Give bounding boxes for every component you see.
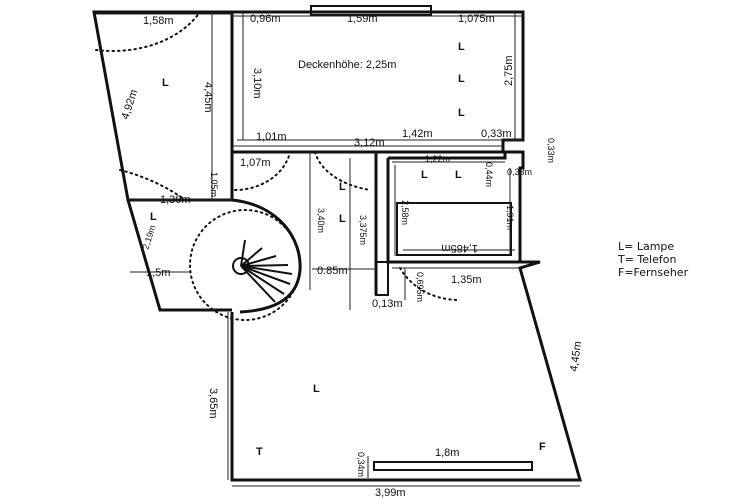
dim-258: 2,58m bbox=[400, 200, 410, 225]
lamp-symbol-8: L bbox=[455, 169, 462, 181]
corridor-pillar bbox=[375, 261, 389, 296]
tv-symbol: F bbox=[539, 441, 546, 453]
dim-142: 1,42m bbox=[402, 128, 433, 140]
dim-365: 3,65m bbox=[207, 388, 219, 419]
dim-033-a: 0,33m bbox=[481, 128, 512, 140]
dim-033-b: 0,33m bbox=[546, 138, 556, 163]
dim-158: 1,58m bbox=[143, 15, 174, 27]
lamp-symbol-1: L bbox=[162, 77, 169, 89]
wall-bottom-room bbox=[230, 260, 582, 482]
dim-105: 1,05m bbox=[209, 172, 219, 197]
dim-122: 1,22m bbox=[425, 154, 450, 164]
legend-tv: F=Fernseher bbox=[618, 266, 689, 279]
dim-033-c: 0,33m bbox=[507, 167, 532, 177]
lamp-symbol-5: L bbox=[339, 181, 346, 193]
legend: L= Lampe T= Telefon F=Fernseher bbox=[618, 240, 688, 279]
dim-275: 2,75m bbox=[503, 55, 515, 86]
dim-0695: 0,695m bbox=[415, 272, 425, 302]
dim-3375: 3,375m bbox=[358, 215, 368, 245]
bath-inner bbox=[396, 202, 512, 256]
dim-445-left: 4,45m bbox=[202, 82, 214, 113]
legend-phone: T= Telefon bbox=[618, 253, 677, 266]
dim-18: 1,8m bbox=[435, 447, 459, 459]
dim-312: 3,12m bbox=[354, 137, 385, 149]
spiral-stair-steps bbox=[232, 239, 293, 303]
lamp-symbol-10: L bbox=[313, 383, 320, 395]
bottom-window bbox=[373, 461, 533, 471]
dim-340: 3,40m bbox=[316, 208, 326, 233]
dim-044: 0,44m bbox=[484, 162, 494, 187]
dim-096: 0,96m bbox=[250, 13, 281, 25]
lamp-symbol-3: L bbox=[458, 73, 465, 85]
door-swing-4 bbox=[314, 151, 371, 191]
dim-445-right: 4,45m bbox=[568, 340, 584, 372]
dim-130: 1,30m bbox=[160, 194, 191, 206]
dimension-lines bbox=[94, 12, 580, 487]
top-window bbox=[310, 5, 432, 16]
lamp-symbol-4: L bbox=[458, 107, 465, 119]
dim-310: 3,10m bbox=[251, 68, 263, 99]
lamp-symbol-2: L bbox=[458, 41, 465, 53]
spiral-stair-outline bbox=[189, 209, 301, 321]
lamp-symbol-6: L bbox=[339, 213, 346, 225]
dim-219: 2,19m bbox=[140, 224, 157, 251]
wall-bath bbox=[388, 150, 525, 262]
dim-159: 1,59m bbox=[347, 13, 378, 25]
dim-135: 1,35m bbox=[451, 274, 482, 286]
dim-492: 4,92m bbox=[119, 88, 140, 121]
door-swing-5 bbox=[399, 267, 461, 301]
ceiling-height-label: Deckenhöhe: 2,25m bbox=[298, 59, 396, 71]
dim-399: 3,99m bbox=[375, 487, 406, 499]
wall-stair-area bbox=[126, 199, 232, 312]
dim-191: 1,91m bbox=[505, 205, 515, 230]
phone-symbol: T bbox=[256, 446, 263, 458]
legend-lamp: L= Lampe bbox=[618, 240, 675, 253]
lamp-symbol-9: L bbox=[150, 211, 157, 223]
lamp-symbol-7: L bbox=[421, 169, 428, 181]
door-swing-1 bbox=[95, 11, 201, 52]
dim-034: 0,34m bbox=[356, 452, 366, 477]
door-swing-3 bbox=[234, 151, 291, 191]
dim-013: 0,13m bbox=[372, 298, 403, 310]
dim-107: 1,07m bbox=[240, 157, 271, 169]
dim-1075: 1,075m bbox=[458, 13, 495, 25]
door-swing-2 bbox=[119, 169, 186, 201]
dim-15: 1,5m bbox=[146, 267, 170, 279]
dim-101: 1,01m bbox=[256, 131, 287, 143]
dim-085: 0.85m bbox=[317, 265, 348, 277]
dim-1485: 1,485m bbox=[441, 242, 478, 254]
